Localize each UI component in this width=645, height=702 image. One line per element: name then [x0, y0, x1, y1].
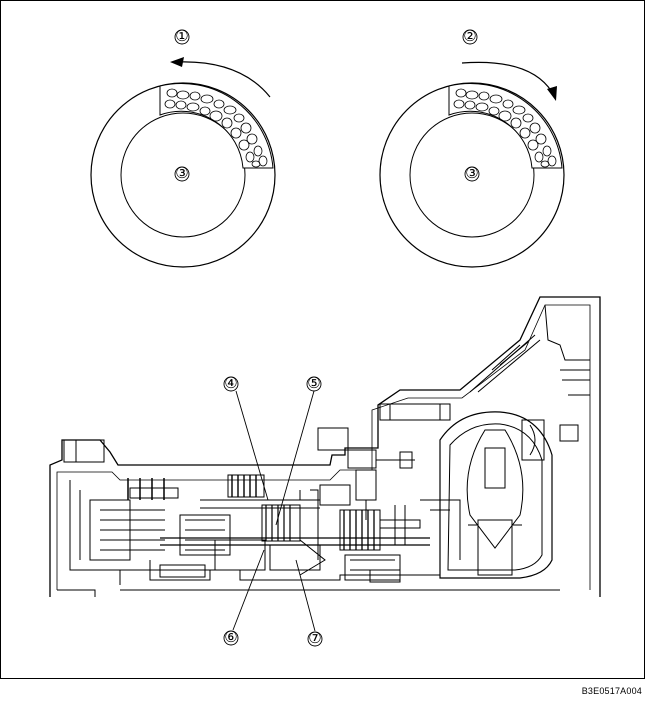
- left-roller-pattern: [164, 88, 268, 168]
- callout-c4: ④: [224, 375, 237, 392]
- right-roller-pattern: [453, 88, 557, 168]
- callout-6-circle: [223, 630, 239, 646]
- figure-code: B3E0517A004: [581, 686, 642, 696]
- callout-c3b: ③: [465, 165, 478, 182]
- callout-4-circle: [223, 376, 239, 392]
- callout-c6: ⑥: [224, 629, 237, 646]
- callout-1-circle: [174, 29, 190, 45]
- callout-leaders: [232, 390, 316, 632]
- callout-c1: ①: [175, 28, 188, 45]
- callout-3b-circle: [464, 166, 480, 182]
- callout-c7: ⑦: [308, 630, 321, 647]
- callout-circles: [174, 29, 480, 647]
- callout-2-circle: [462, 29, 478, 45]
- callout-c2: ②: [463, 28, 476, 45]
- callout-labels: ① ② ③ ③ ④ ⑤ ⑥ ⑦: [175, 28, 478, 647]
- callout-7-circle: [307, 631, 323, 647]
- callout-3a-circle: [174, 166, 190, 182]
- callout-c5: ⑤: [307, 375, 320, 392]
- transmission-section: [49, 296, 601, 597]
- callout-c3a: ③: [175, 165, 188, 182]
- left-disc: [90, 57, 276, 268]
- callout-5-circle: [306, 376, 322, 392]
